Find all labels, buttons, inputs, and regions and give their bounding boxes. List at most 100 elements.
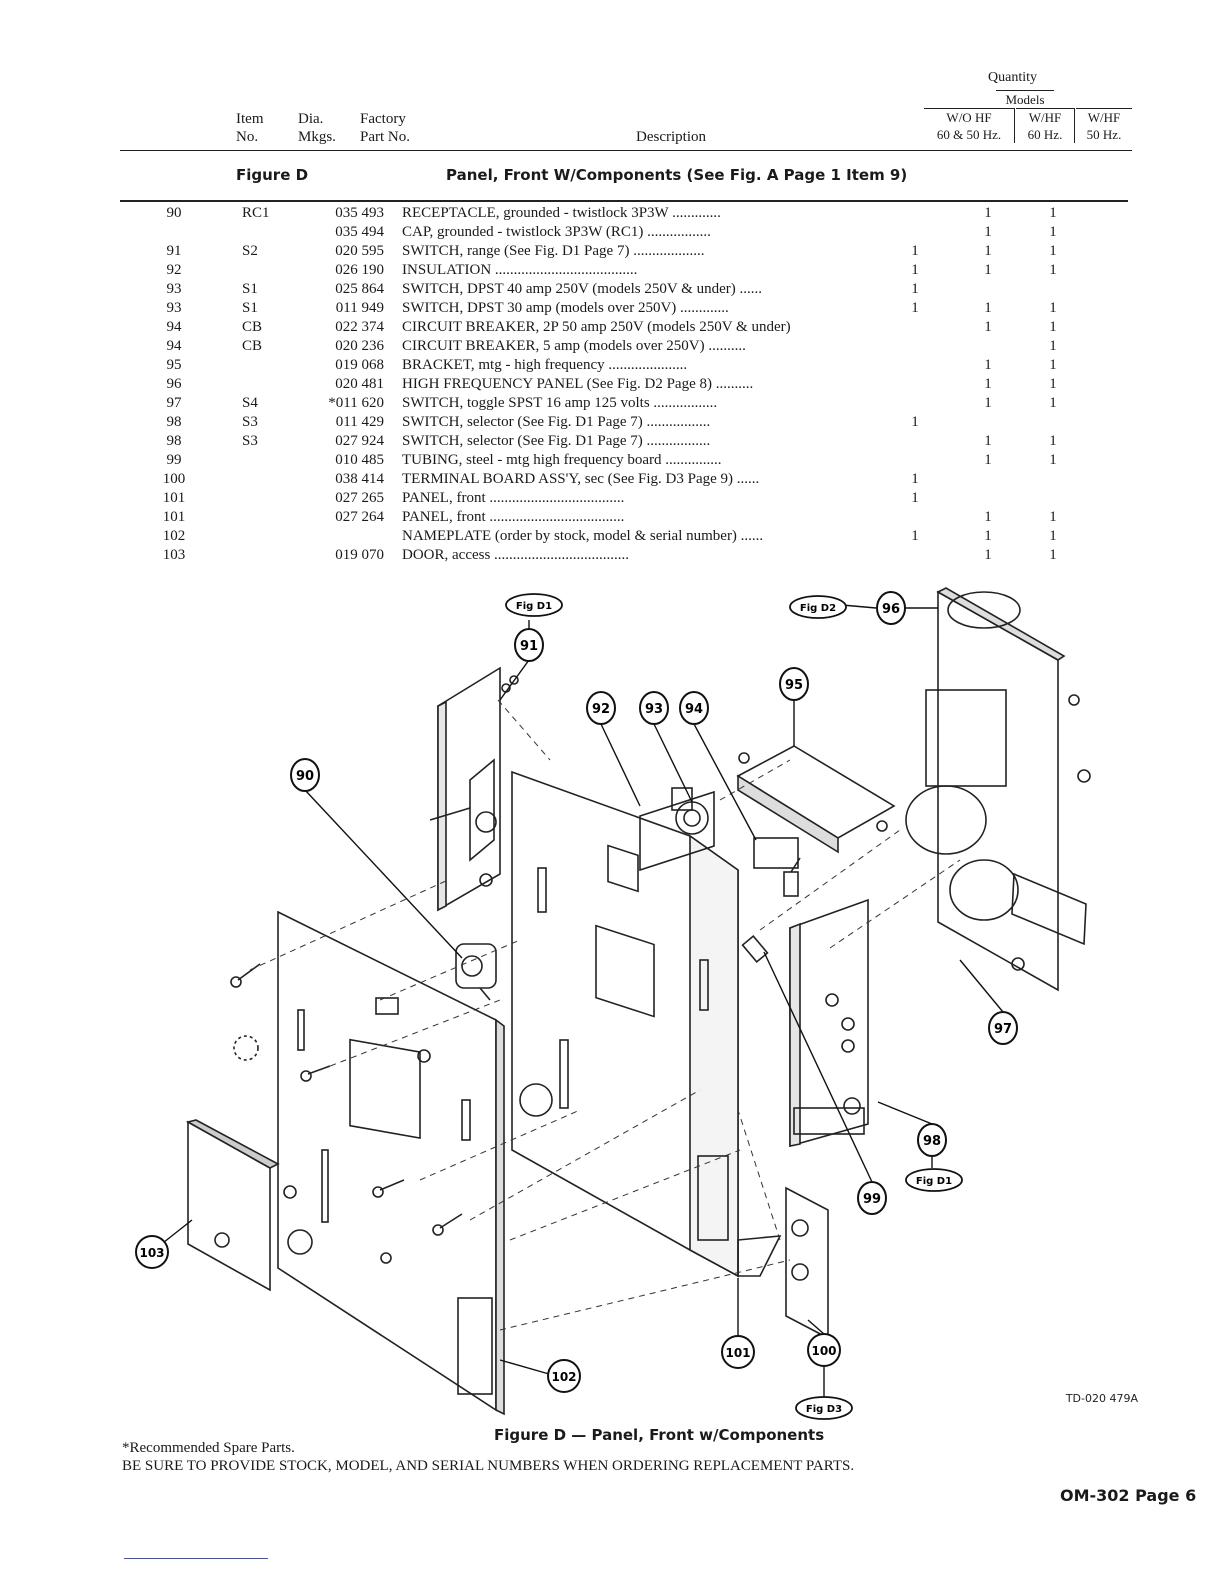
callout-99-label: 99 xyxy=(863,1192,881,1207)
part-qty-whf-50: 1 xyxy=(1049,509,1057,525)
part-factory-no: 019 070 xyxy=(335,547,384,563)
quantity-heading: Quantity xyxy=(988,70,1037,85)
part-factory-no: 020 236 xyxy=(335,338,384,354)
col-header-dia: Dia.Mkgs. xyxy=(298,111,336,145)
access-door xyxy=(187,1120,271,1292)
models-heading: Models xyxy=(996,90,1054,108)
part-description: TUBING, steel - mtg high frequency board… xyxy=(402,452,722,468)
part-item-no: 94 xyxy=(166,338,182,354)
part-dia-mkg xyxy=(242,356,304,375)
fig-ref-d3: Fig D3 xyxy=(795,1396,853,1420)
callout-92-label: 92 xyxy=(592,702,610,717)
part-dia-mkg: S4 xyxy=(242,395,258,411)
part-description: SWITCH, DPST 40 amp 250V (models 250V & … xyxy=(402,281,762,297)
part-qty-whf-60 xyxy=(948,280,1028,299)
header-rule xyxy=(120,150,1132,151)
part-qty-whf-60 xyxy=(948,489,1028,508)
part-qty-wo-hf xyxy=(882,546,948,565)
part-description: SWITCH, range (See Fig. D1 Page 7) .....… xyxy=(402,243,705,259)
fig-ref-d1-top: Fig D1 xyxy=(505,593,563,617)
part-dia-mkg: S3 xyxy=(242,433,258,449)
part-description: CAP, grounded - twistlock 3P3W (RC1) ...… xyxy=(402,224,711,240)
part-factory-no: 011 429 xyxy=(335,414,384,430)
callout-94-label: 94 xyxy=(685,702,703,717)
part-qty-whf-60: 1 xyxy=(984,243,992,259)
part-description: DOOR, access ...........................… xyxy=(402,547,630,563)
part-item-no: 94 xyxy=(166,319,182,335)
fig-ref-d1-bottom-label: Fig D1 xyxy=(916,1176,952,1187)
receptacle xyxy=(455,943,497,1001)
toggle-switch xyxy=(783,857,801,897)
part-factory-no: 020 595 xyxy=(335,243,384,259)
fig-ref-d2: Fig D2 xyxy=(789,595,847,619)
range-switch-assy xyxy=(437,666,501,912)
part-qty-whf-50: 1 xyxy=(1049,205,1057,221)
page-edge-mark xyxy=(124,1558,268,1559)
callout-93: 93 xyxy=(639,691,669,725)
callout-98: 98 xyxy=(917,1123,947,1157)
callout-102: 102 xyxy=(547,1359,581,1393)
part-item-no: 97 xyxy=(166,395,182,411)
hf-panel xyxy=(937,590,1059,992)
screws xyxy=(230,963,463,1236)
part-description: CIRCUIT BREAKER, 5 amp (models over 250V… xyxy=(402,338,746,354)
callout-90: 90 xyxy=(290,758,320,792)
part-qty-whf-60 xyxy=(948,413,1028,432)
part-qty-whf-60: 1 xyxy=(984,509,992,525)
part-qty-wo-hf xyxy=(882,451,948,470)
callout-97: 97 xyxy=(988,1011,1018,1045)
part-factory-no: 026 190 xyxy=(335,262,384,278)
part-qty-wo-hf: 1 xyxy=(911,281,919,297)
part-description: SWITCH, DPST 30 amp (models over 250V) .… xyxy=(402,300,729,316)
part-qty-wo-hf: 1 xyxy=(911,471,919,487)
part-factory-no: 027 264 xyxy=(335,509,384,525)
part-qty-whf-50: 1 xyxy=(1049,528,1057,544)
terminal-board xyxy=(785,1186,829,1340)
part-qty-wo-hf: 1 xyxy=(911,490,919,506)
callout-95-label: 95 xyxy=(785,678,803,693)
parts-row: 103 019 070 DOOR, access .................… xyxy=(120,546,1078,565)
part-factory-no: 027 924 xyxy=(335,433,384,449)
part-factory-no: 011 949 xyxy=(335,300,384,316)
callout-100-label: 100 xyxy=(811,1344,836,1358)
part-qty-whf-60 xyxy=(948,337,1028,356)
figure-label: Figure D xyxy=(236,166,309,184)
part-qty-whf-60: 1 xyxy=(984,357,992,373)
part-item-no: 96 xyxy=(166,376,182,392)
part-item-no: 103 xyxy=(162,547,186,563)
part-dia-mkg xyxy=(242,375,304,394)
part-factory-no xyxy=(304,527,402,546)
part-qty-whf-60: 1 xyxy=(984,300,992,316)
part-item-no: 99 xyxy=(166,452,182,468)
part-qty-whf-50: 1 xyxy=(1049,547,1057,563)
part-qty-whf-50: 1 xyxy=(1049,243,1057,259)
switch-plate xyxy=(639,790,715,872)
part-qty-whf-50: 1 xyxy=(1049,433,1057,449)
callout-99: 99 xyxy=(857,1181,887,1215)
part-qty-wo-hf: 1 xyxy=(911,528,919,544)
callout-101: 101 xyxy=(721,1335,755,1369)
part-item-no xyxy=(120,223,242,242)
fig-ref-d1-top-label: Fig D1 xyxy=(516,601,552,612)
part-qty-whf-50: 1 xyxy=(1049,224,1057,240)
callout-102-label: 102 xyxy=(551,1370,576,1384)
part-qty-whf-60: 1 xyxy=(984,205,992,221)
callout-90-label: 90 xyxy=(296,769,314,784)
part-description: CIRCUIT BREAKER, 2P 50 amp 250V (models … xyxy=(402,319,791,335)
part-qty-whf-60: 1 xyxy=(984,528,992,544)
part-factory-no: 035 493 xyxy=(335,205,384,221)
part-dia-mkg: CB xyxy=(242,319,263,335)
part-description: NAMEPLATE (order by stock, model & seria… xyxy=(402,528,764,544)
part-item-no: 98 xyxy=(166,414,182,430)
part-dia-mkg xyxy=(242,489,304,508)
